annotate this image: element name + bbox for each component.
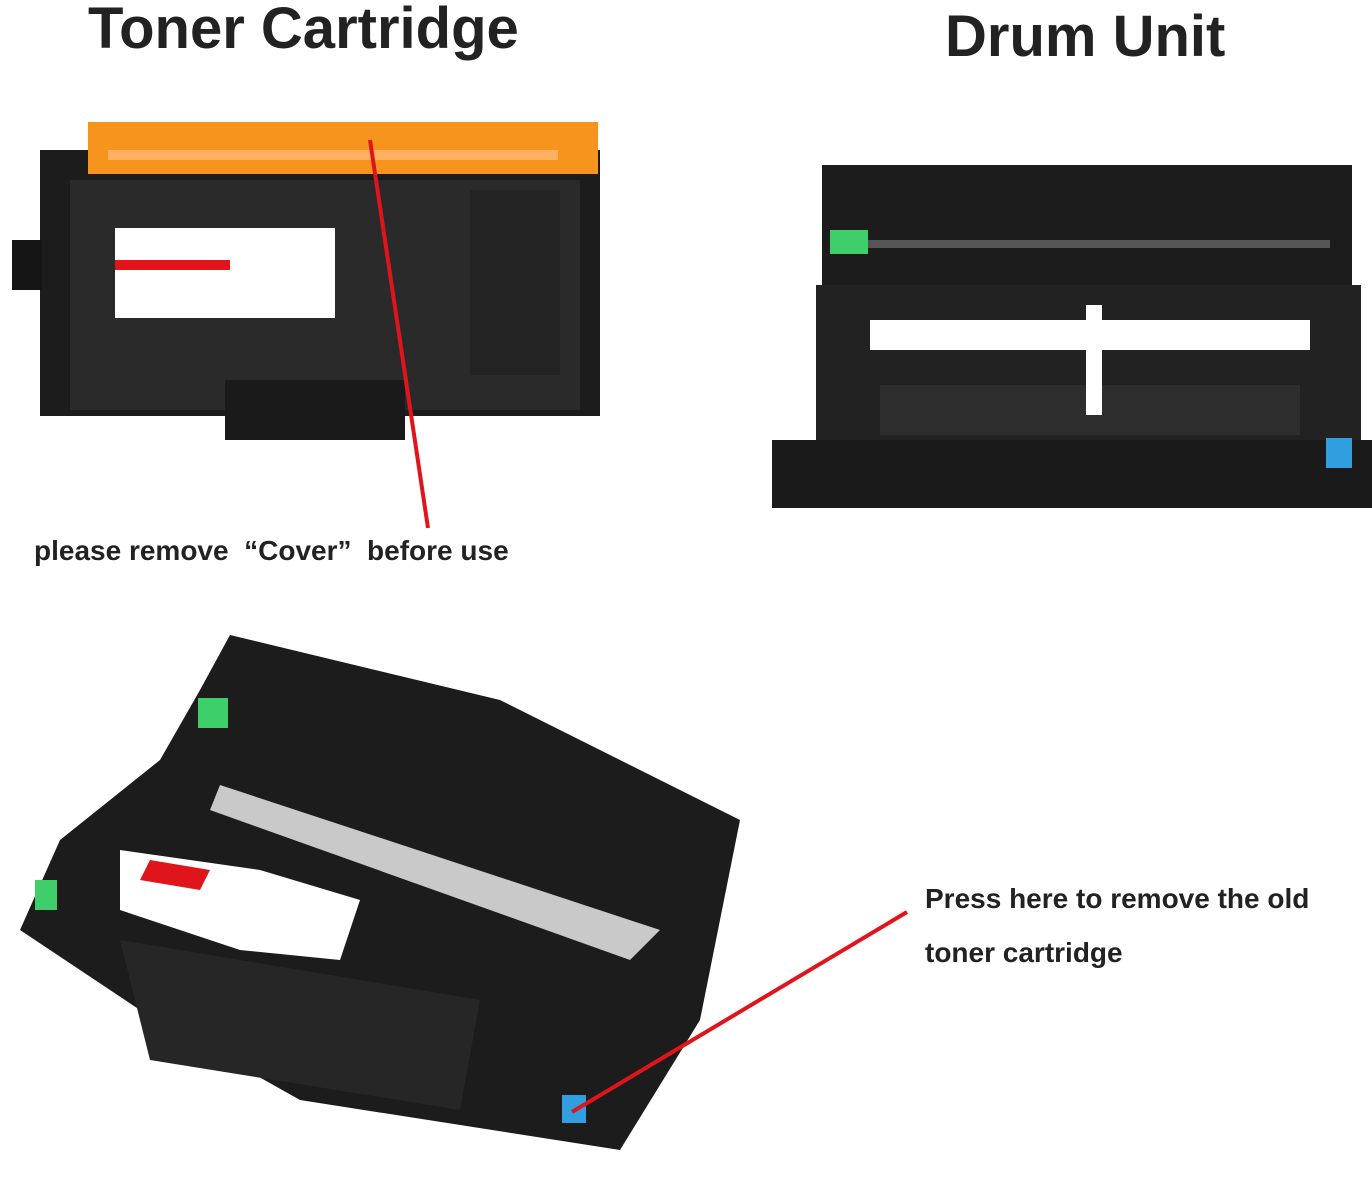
press-here-caption-line1: Press here to remove the old (925, 883, 1310, 914)
cover-pointer-line (368, 139, 430, 529)
warning-label (115, 228, 335, 318)
toner-cartridge-image (12, 122, 600, 440)
remove-cover-caption: please remove “Cover” before use (34, 535, 509, 566)
toner-cartridge-title: Toner Cartridge (88, 0, 519, 61)
orange-cover (88, 122, 598, 174)
drum-unit-title: Drum Unit (945, 4, 1226, 69)
blue-tab (1326, 438, 1352, 468)
drum-unit-image (772, 165, 1372, 508)
press-here-caption-line2: toner cartridge (925, 937, 1123, 968)
release-pointer-line (570, 910, 909, 1114)
green-tab (830, 230, 868, 254)
toner-drum-assembly-image (20, 635, 740, 1150)
